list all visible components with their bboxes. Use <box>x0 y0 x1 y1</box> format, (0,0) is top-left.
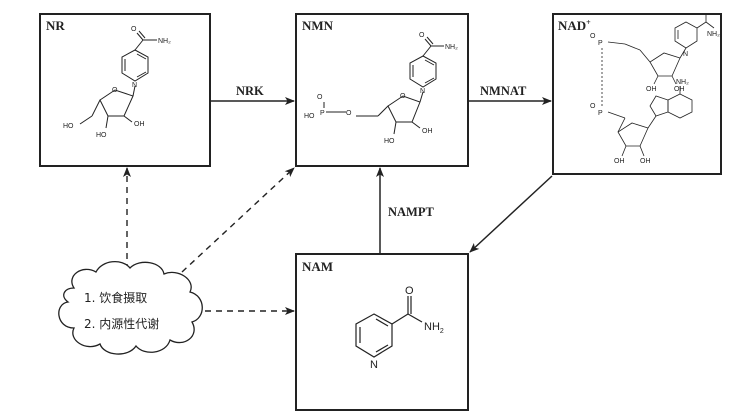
cloud-line-1: 1. 饮食摄取 <box>84 290 147 305</box>
nmnat-label: NMNAT <box>480 84 527 98</box>
nr-structure <box>79 30 157 129</box>
nr-oh-left: HO <box>63 123 74 130</box>
nr-box-frame <box>39 13 211 167</box>
nampt-label: NAMPT <box>388 205 434 219</box>
nad-p-upper: P <box>598 40 603 47</box>
nam-n: N <box>370 359 378 371</box>
nam-o: O <box>405 285 414 297</box>
nr-oh-c3: HO <box>96 132 107 139</box>
nmn-oh-c3: HO <box>384 138 395 145</box>
nr-ring-n: N <box>132 82 137 89</box>
nam-box-frame <box>295 253 469 411</box>
nr-title: NR <box>46 18 65 33</box>
nad-adenine-nh2: NH₂ <box>676 79 689 86</box>
nmn-carbonyl-o: O <box>419 32 425 39</box>
nam-title: NAM <box>302 259 333 274</box>
nad-n-upper: N <box>683 51 688 58</box>
nmn-box-frame <box>295 13 469 167</box>
nad-p-lower: P <box>598 110 603 117</box>
nam-nh2: NH2 <box>424 321 444 335</box>
nmn-box: NMN NH₂ O N O P HO O O OH HO <box>295 13 469 167</box>
nad-title: NAD+ <box>558 18 591 33</box>
nr-box: NR NH₂ O N O HO OH HO <box>39 13 211 167</box>
nmn-title: NMN <box>302 18 334 33</box>
source-cloud: 1. 饮食摄取 2. 内源性代谢 <box>58 261 203 355</box>
cloud-shape <box>58 261 203 355</box>
nmn-amide-label: NH₂ <box>445 44 458 51</box>
nad-oh-lower-2: OH <box>614 158 625 165</box>
nmn-phosphorus: P <box>320 110 325 117</box>
nr-ring-o: O <box>112 87 118 94</box>
nmn-oh-c2: OH <box>422 128 433 135</box>
nmn-ho: HO <box>304 113 315 120</box>
nad-oh-upper-2: OH <box>646 86 657 93</box>
nad-box-frame <box>552 13 722 175</box>
cloud-to-nmn-arrow <box>181 167 295 273</box>
nmn-ester-o: O <box>346 110 352 117</box>
nad-box: NAD+ <box>552 13 722 175</box>
nam-structure <box>355 296 423 358</box>
nam-box: NAM O NH2 N <box>295 253 469 411</box>
nad-oh-upper-1: OH <box>674 86 685 93</box>
nad-to-nam-arrow <box>469 175 553 253</box>
nmn-ring-n: N <box>420 88 425 95</box>
nmn-ring-o: O <box>400 93 406 100</box>
nad-structure <box>601 14 715 157</box>
cloud-line-2: 2. 内源性代谢 <box>84 316 159 331</box>
nr-oh-c2: OH <box>134 121 145 128</box>
nmn-structure <box>323 36 444 135</box>
nad-o-upper: O <box>590 33 596 40</box>
nad-amide: NH₂ <box>707 31 720 38</box>
nad-oh-lower-1: OH <box>640 158 651 165</box>
nrk-label: NRK <box>236 84 264 98</box>
nr-carbonyl-o: O <box>131 26 137 33</box>
nmn-phosphate-o: O <box>317 94 323 101</box>
nad-o-lower: O <box>590 103 596 110</box>
nr-amide-label: NH₂ <box>158 38 171 45</box>
